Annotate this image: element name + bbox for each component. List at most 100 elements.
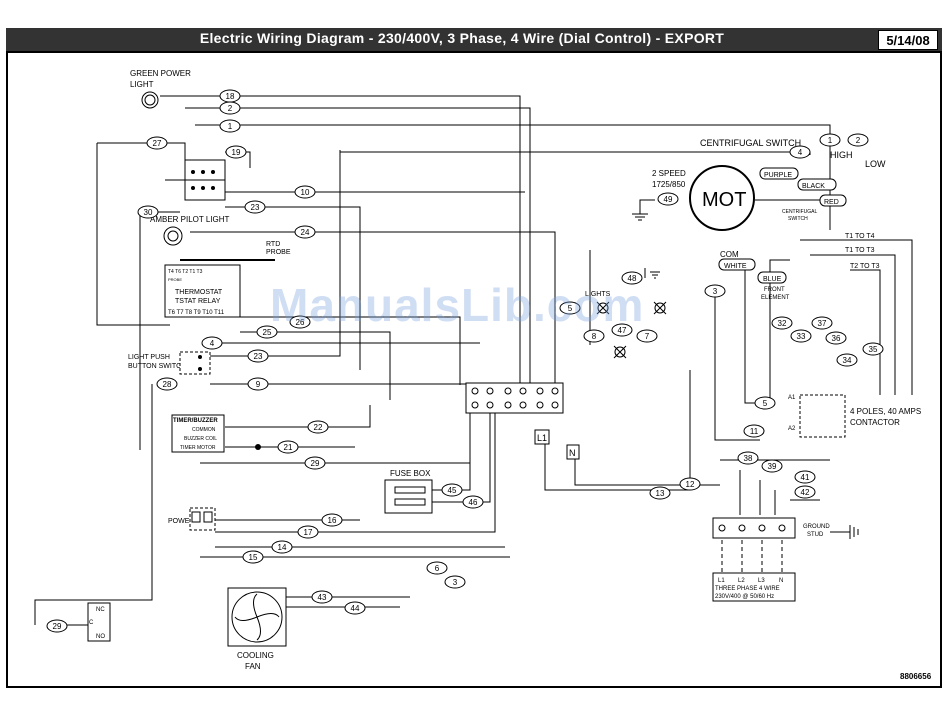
rtd-label-2: PROBE (266, 249, 291, 256)
wire-number-23: 23 (244, 200, 266, 214)
wire-callouts: 1821271910302324252642392822212945461617… (46, 89, 884, 633)
wire-number-5: 5 (754, 396, 776, 410)
power-switch: POWER (168, 507, 216, 531)
wire-number-24: 24 (294, 225, 316, 239)
wire-number-48: 48 (621, 271, 643, 285)
svg-text:29: 29 (311, 459, 320, 468)
selector-switch (165, 159, 226, 201)
blue-label: BLUE (763, 276, 782, 283)
wire-number-3: 3 (704, 284, 726, 298)
rtd-probe: RTD PROBE (180, 241, 291, 261)
svg-text:13: 13 (656, 489, 665, 498)
centrifugal-switch-label: CENTRIFUGAL SWITCH (700, 138, 801, 148)
lights: LIGHTS (585, 268, 667, 359)
svg-text:25: 25 (263, 328, 272, 337)
supply-terminal: L1 L2 L3 N THREE PHASE 4 WIRE 230V/400 @… (712, 517, 859, 602)
wire-number-29: 29 (304, 456, 326, 470)
thermostat-label-1: THERMOSTAT (175, 289, 223, 296)
wire-number-10: 10 (294, 185, 316, 199)
fuse-box-label: FUSE BOX (390, 469, 431, 478)
wire-number-28: 28 (156, 377, 178, 391)
svg-text:46: 46 (469, 498, 478, 507)
wire-number-18: 18 (219, 89, 241, 103)
wire-number-19: 19 (225, 145, 247, 159)
svg-text:29: 29 (53, 622, 62, 631)
switch-nc: NC (96, 607, 105, 613)
a1-label: A1 (788, 395, 796, 401)
svg-text:15: 15 (249, 553, 258, 562)
svg-text:41: 41 (801, 473, 810, 482)
white-label: WHITE (724, 263, 747, 270)
wire-number-35: 35 (862, 342, 884, 356)
green-light-label-2: LIGHT (130, 80, 154, 89)
watermark: ManualsLib.com (270, 279, 645, 331)
wire-number-32: 32 (771, 316, 793, 330)
svg-text:2: 2 (856, 136, 861, 145)
wire-number-9: 9 (247, 377, 269, 391)
high-label: HIGH (830, 150, 853, 160)
element-labels: T1 TO T4 T1 TO T3 T2 TO T3 (845, 233, 880, 270)
wire-number-6: 6 (426, 561, 448, 575)
wire-number-8: 8 (583, 329, 605, 343)
wire-number-14: 14 (271, 540, 293, 554)
com-label: COM (720, 250, 739, 259)
svg-text:23: 23 (251, 203, 260, 212)
svg-text:35: 35 (869, 345, 878, 354)
motor: MOT 2 SPEED 1725/850 CENTRIFUGAL SWITCH … (632, 138, 886, 231)
light-switch-label-2: BUTTON SWITCH (128, 363, 186, 370)
svg-text:3: 3 (453, 578, 458, 587)
wire-number-4: 4 (201, 336, 223, 350)
wire-number-22: 22 (307, 420, 329, 434)
svg-text:49: 49 (664, 195, 673, 204)
terminal-block: L1 N (465, 382, 580, 460)
green-light-label-1: GREEN POWER (130, 69, 191, 78)
thermostat: T4 T6 T2 T1 T3 PROBE THERMOSTAT TSTAT RE… (164, 264, 241, 318)
cooling-fan: COOLING FAN (227, 587, 287, 671)
front-element-1: FRONT (764, 287, 785, 293)
svg-text:24: 24 (301, 228, 310, 237)
svg-text:44: 44 (351, 604, 360, 613)
wire-number-41: 41 (794, 470, 816, 484)
svg-text:39: 39 (768, 462, 777, 471)
svg-text:14: 14 (278, 543, 287, 552)
wire-number-36: 36 (825, 331, 847, 345)
centrifugal-small-2: SWITCH (788, 216, 808, 222)
green-power-light: GREEN POWER LIGHT (130, 69, 191, 109)
wire-number-29: 29 (46, 619, 68, 633)
wire-number-5: 5 (559, 301, 581, 315)
terminal-l3: L3 (758, 578, 765, 584)
wire-number-43: 43 (311, 590, 333, 604)
wire-number-27: 27 (146, 136, 168, 150)
svg-text:43: 43 (318, 593, 327, 602)
wire-number-26: 26 (289, 315, 311, 329)
svg-text:21: 21 (284, 443, 293, 452)
motor-speed-1: 2 SPEED (652, 169, 686, 178)
svg-text:7: 7 (645, 332, 650, 341)
wire-purple: PURPLE (764, 172, 792, 179)
date-box: 5/14/08 (878, 30, 938, 50)
switch-no: NO (96, 634, 105, 640)
terminal-n: N (779, 578, 783, 584)
svg-text:34: 34 (843, 356, 852, 365)
wire-number-12: 12 (679, 477, 701, 491)
svg-text:6: 6 (435, 564, 440, 573)
contactor-label-1: 4 POLES, 40 AMPS (850, 407, 921, 416)
thermostat-pins-top: T4 T6 T2 T1 T3 (168, 269, 203, 275)
com-wires: COM WHITE BLUE FRONT ELEMENT (718, 250, 790, 301)
light-switch-label-1: LIGHT PUSH (128, 354, 170, 361)
timer-row-common: COMMON (192, 427, 216, 433)
l1-box-label: L1 (537, 433, 547, 443)
svg-text:11: 11 (750, 427, 759, 436)
wire-black: BLACK (802, 183, 825, 190)
wire-number-47: 47 (611, 323, 633, 337)
svg-text:9: 9 (256, 380, 261, 389)
low-label: LOW (865, 159, 886, 169)
svg-text:48: 48 (628, 274, 637, 283)
fuse-box: FUSE BOX (384, 469, 433, 514)
svg-text:2: 2 (228, 104, 233, 113)
wire-number-17: 17 (297, 525, 319, 539)
door-switch: NC C NO (87, 602, 111, 642)
wire-number-7: 7 (636, 329, 658, 343)
wire-number-49: 49 (657, 192, 679, 206)
